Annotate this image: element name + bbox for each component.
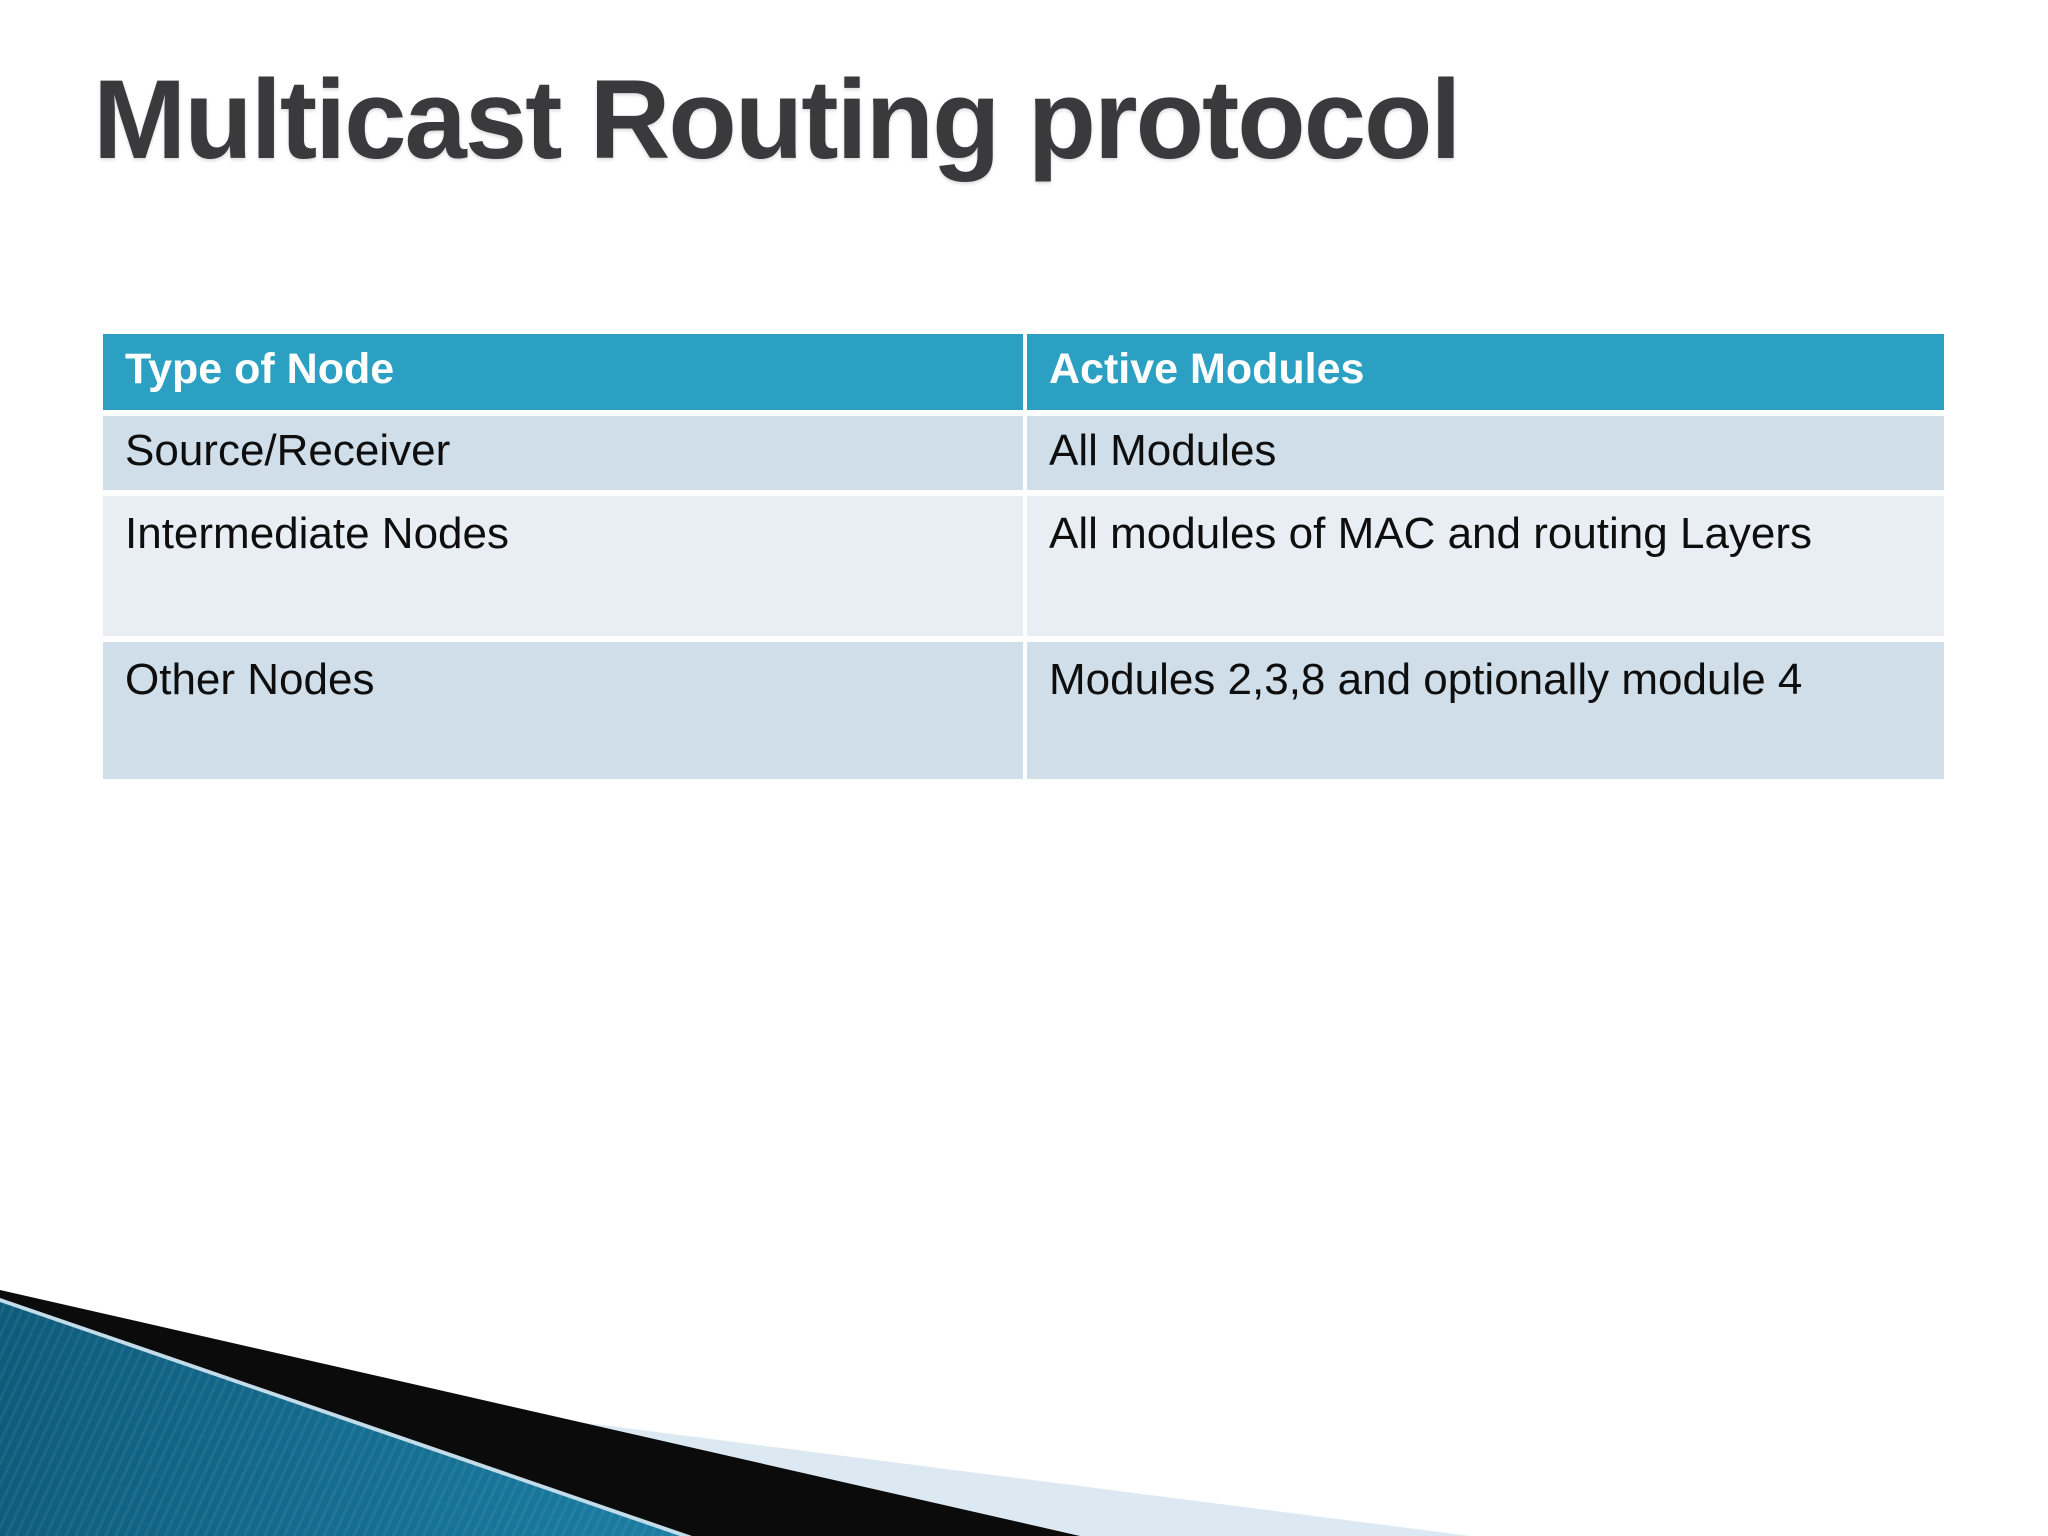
table-header-type-of-node: Type of Node — [103, 334, 1023, 410]
table-cell-text: All modules of MAC and routing Layers — [1049, 509, 1813, 558]
table-cell-all-modules: All Modules — [1027, 416, 1944, 490]
decoration-black-wedge — [0, 1290, 1080, 1536]
table-cell-intermediate-modules: All modules of MAC and routing Layers — [1027, 496, 1944, 636]
decoration-pale-wedge — [0, 1348, 1470, 1536]
decoration-teal-wedge — [0, 1302, 680, 1536]
table-cell-intermediate-nodes: Intermediate Nodes — [103, 496, 1023, 636]
table-cell-text: Modules 2,3,8 and optionally module 4 — [1049, 655, 1803, 704]
decoration-teal-edge-line — [0, 1298, 692, 1536]
table-cell-other-modules: Modules 2,3,8 and optionally module 4 — [1027, 642, 1944, 779]
table-cell-other-nodes: Other Nodes — [103, 642, 1023, 779]
table-cell-source-receiver: Source/Receiver — [103, 416, 1023, 490]
footer-decoration — [0, 1290, 2048, 1536]
table-header-active-modules: Active Modules — [1027, 334, 1944, 410]
slide-title: Multicast Routing protocol — [93, 57, 1462, 182]
node-modules-table: Type of Node Active Modules Source/Recei… — [103, 334, 1944, 779]
